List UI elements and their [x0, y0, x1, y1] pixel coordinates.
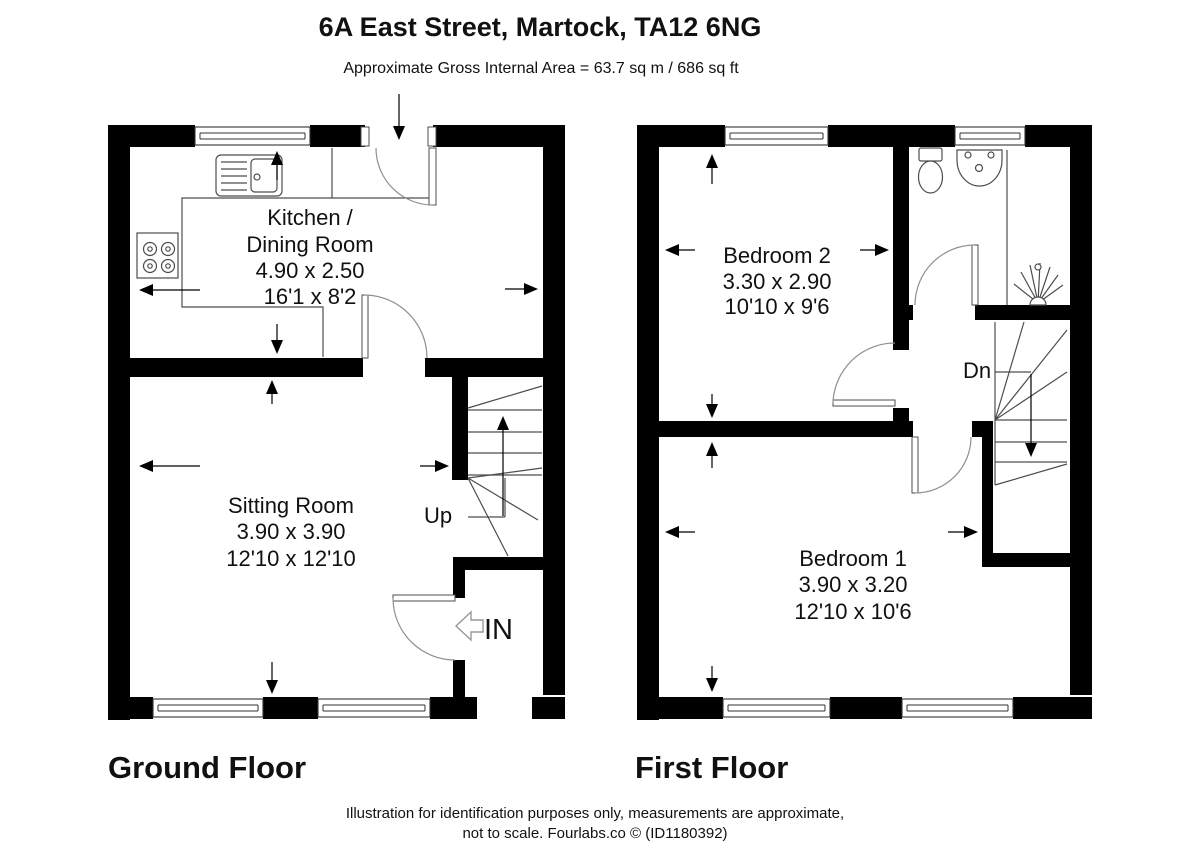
- bedroom1-door: [911, 436, 972, 494]
- dimension-arrows-first: [665, 154, 978, 692]
- stairs-down: [994, 321, 1068, 486]
- page-title: 6A East Street, Martock, TA12 6NG: [318, 12, 762, 42]
- room-name: Kitchen /: [267, 205, 353, 230]
- first-floor-walls: [637, 125, 1092, 720]
- basin-icon: [956, 149, 1003, 187]
- disclaimer-line2: not to scale. Fourlabs.co © (ID1180392): [462, 825, 728, 842]
- room-imperial: 12'10 x 12'10: [226, 546, 356, 571]
- bathroom-door: [914, 244, 979, 306]
- toilet-icon: [917, 147, 944, 194]
- first-floor-plan: Dn Bedroom 2 3.30 x 2.90 10'10 x 9'6 Bed…: [637, 125, 1092, 720]
- kitchen-door: [361, 294, 428, 359]
- kitchen-counter: [181, 148, 429, 357]
- room-metric: 3.90 x 3.20: [799, 572, 908, 597]
- entry-label: IN: [484, 614, 513, 646]
- kitchen-label-block: Kitchen / Dining Room 4.90 x 2.50 16'1 x…: [246, 205, 373, 309]
- window-icon: [152, 126, 431, 718]
- stairs-up-label: Up: [424, 503, 452, 528]
- room-name2: Dining Room: [246, 232, 373, 257]
- room-metric: 4.90 x 2.50: [256, 258, 365, 283]
- shower-icon: [1006, 150, 1064, 306]
- dimension-arrows-ground: [139, 151, 538, 694]
- disclaimer-line1: Illustration for identification purposes…: [345, 805, 845, 822]
- bedroom1-label-block: Bedroom 1 3.90 x 3.20 12'10 x 10'6: [794, 546, 911, 624]
- sitting-room-label-block: Sitting Room 3.90 x 3.90 12'10 x 12'10: [226, 493, 356, 571]
- ground-floor-walls: [108, 125, 565, 720]
- entrance-door: [392, 594, 484, 661]
- bedroom2-door: [832, 342, 896, 407]
- window-icon: [722, 126, 1026, 718]
- stairs-down-label: Dn: [963, 358, 991, 383]
- room-imperial: 12'10 x 10'6: [794, 599, 911, 624]
- room-name: Bedroom 1: [799, 546, 907, 571]
- entry-arrow-icon: [454, 610, 484, 642]
- room-metric: 3.30 x 2.90: [723, 269, 832, 294]
- back-door: [360, 94, 437, 206]
- ground-floor-label: Ground Floor: [108, 750, 307, 785]
- first-floor-label: First Floor: [635, 750, 789, 785]
- ground-floor-plan: IN Up Kitc: [108, 94, 565, 720]
- disclaimer: Illustration for identification purposes…: [0, 804, 1190, 844]
- room-name: Sitting Room: [228, 493, 354, 518]
- area-subtitle: Approximate Gross Internal Area = 63.7 s…: [343, 60, 739, 77]
- room-imperial: 10'10 x 9'6: [724, 294, 829, 319]
- bedroom2-label-block: Bedroom 2 3.30 x 2.90 10'10 x 9'6: [723, 243, 832, 319]
- hob-icon: [136, 232, 179, 279]
- sink-icon: [215, 154, 283, 197]
- stairs-up: [467, 385, 543, 557]
- room-imperial: 16'1 x 8'2: [264, 284, 357, 309]
- room-name: Bedroom 2: [723, 243, 831, 268]
- room-metric: 3.90 x 3.90: [237, 519, 346, 544]
